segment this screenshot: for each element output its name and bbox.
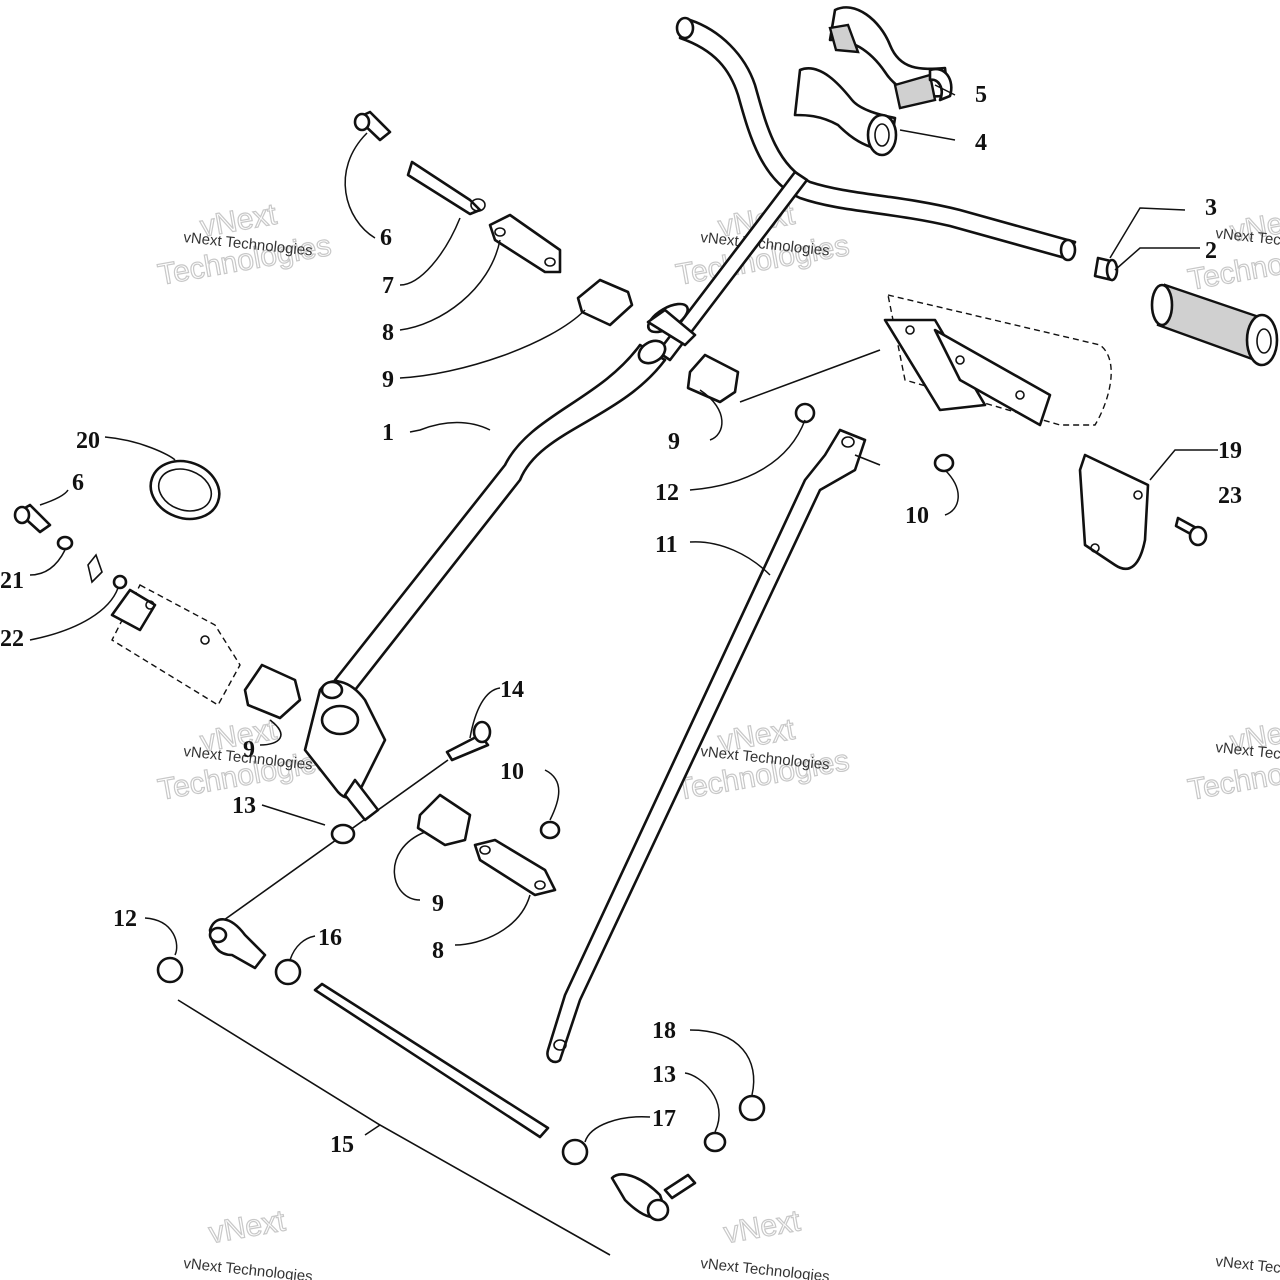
callout-16: 16: [318, 925, 342, 951]
bolt-lower: [13, 503, 52, 534]
callout-22: 22: [0, 626, 24, 652]
bushing-upper-right: [686, 353, 740, 404]
grip-pad-upper: [828, 6, 953, 110]
callout-10: 10: [905, 503, 929, 529]
callout-8: 8: [432, 938, 444, 964]
cover-plate: [1078, 453, 1150, 571]
callout-1: 1: [382, 420, 394, 446]
bracket-upper: [488, 213, 562, 274]
lock-tab: [87, 553, 128, 590]
nut-tierod-end: [738, 1094, 766, 1122]
bushing-lower-right: [416, 793, 472, 847]
bolt-plate: [1174, 516, 1208, 547]
washer-tierod-lower: [703, 1131, 727, 1153]
washer-lower: [56, 535, 74, 551]
steering-arm: [303, 680, 387, 822]
watermark-small: vNext Technologies: [183, 1255, 314, 1280]
jam-nut-upper: [274, 958, 302, 986]
nut-upper: [933, 453, 955, 473]
bolt-tierod: [445, 720, 492, 762]
grip-pad-lower: [793, 67, 898, 157]
callout-5: 5: [975, 82, 987, 108]
callout-19: 19: [1218, 438, 1242, 464]
callout-13: 13: [652, 1062, 676, 1088]
bracket-lower: [473, 838, 557, 897]
callout-2: 2: [1205, 238, 1217, 264]
callout-6: 6: [72, 470, 84, 496]
watermark-small: vNext Technologies: [700, 1255, 831, 1280]
callout-15: 15: [330, 1132, 354, 1158]
jam-nut-lower: [561, 1138, 589, 1166]
bushing-lower-left: [243, 663, 302, 720]
callout-9: 9: [382, 367, 394, 393]
callout-6: 6: [380, 225, 392, 251]
washer-tierod-upper: [330, 823, 356, 845]
callout-9: 9: [432, 891, 444, 917]
tie-rod: [313, 982, 550, 1139]
tie-rod-end-upper: [208, 918, 267, 970]
callout-3: 3: [1205, 195, 1217, 221]
steering-post: [333, 170, 809, 692]
handlebar: [675, 16, 1077, 262]
callout-4: 4: [975, 130, 987, 156]
callout-10: 10: [500, 759, 524, 785]
mount-bracket-lower: [110, 584, 241, 706]
callout-8: 8: [382, 320, 394, 346]
callout-7: 7: [382, 273, 394, 299]
bushing-upper-left: [576, 278, 634, 327]
watermark-corner: vNext: [721, 1204, 803, 1250]
callout-18: 18: [652, 1018, 676, 1044]
drag-link: [546, 428, 867, 1064]
leader-lines: [29, 84, 1218, 1143]
flange-collar: [646, 308, 697, 347]
spacer: [1093, 256, 1119, 282]
tie-rod-end-lower: [610, 1173, 697, 1222]
callouts: 1 2 3 4 5 6 6 7 8 8 9 9 9 9 10 10 11 12 …: [0, 82, 1242, 1158]
chassis-bracket-upper: [739, 294, 1112, 427]
callout-12: 12: [113, 906, 137, 932]
callout-13: 13: [232, 793, 256, 819]
hand-grip: [1150, 283, 1279, 367]
callout-9: 9: [668, 429, 680, 455]
clamp-band: [149, 459, 221, 521]
callout-20: 20: [76, 428, 100, 454]
bolt-upper: [353, 110, 392, 142]
callout-21: 21: [0, 568, 24, 594]
watermark-small: vNext Technologies: [1215, 1253, 1280, 1280]
callout-11: 11: [655, 532, 678, 558]
callout-23: 23: [1218, 483, 1242, 509]
watermark-corner: vNext: [206, 1204, 288, 1250]
nut-tierod-lower: [156, 956, 184, 984]
clip: [406, 160, 486, 216]
callout-14: 14: [500, 677, 524, 703]
nut-lower-right: [539, 820, 561, 840]
nut-tierod-upper: [794, 402, 816, 424]
callout-17: 17: [652, 1106, 676, 1132]
callout-12: 12: [655, 480, 679, 506]
callout-9: 9: [243, 737, 255, 763]
